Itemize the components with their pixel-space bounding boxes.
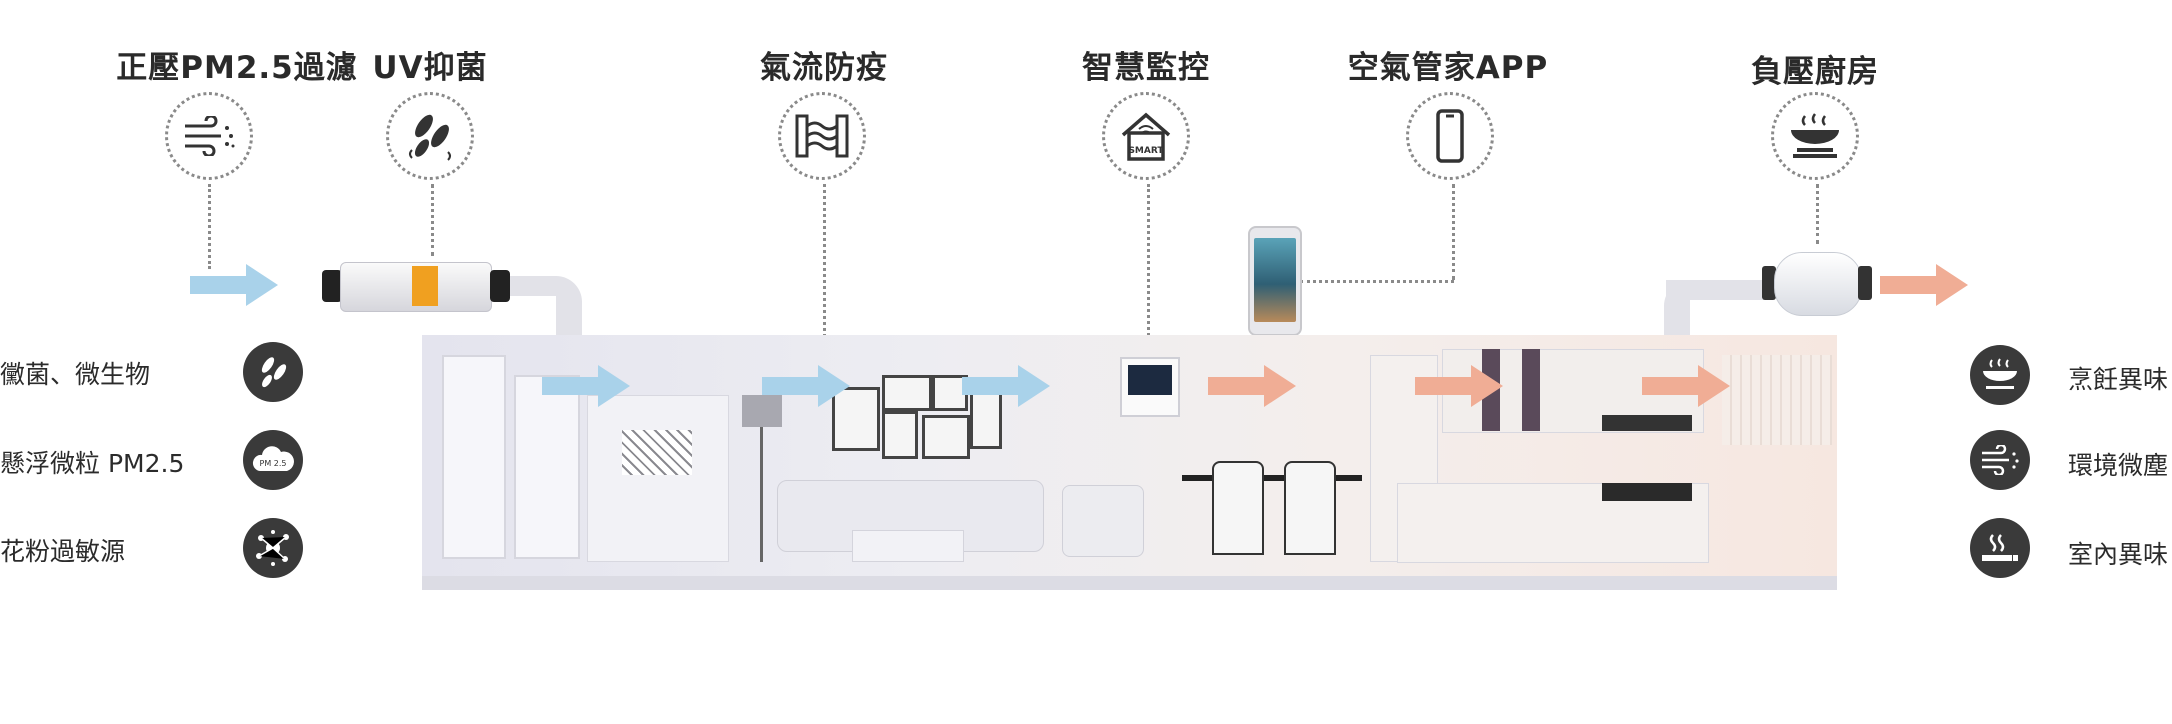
smartphone-device bbox=[1248, 226, 1302, 336]
erv-unit bbox=[322, 262, 512, 312]
airflow-icon bbox=[778, 92, 866, 180]
right-list-label: 環境微塵 bbox=[2068, 451, 2169, 480]
cigarette-smoke-icon bbox=[1970, 518, 2030, 578]
left-list-label: 黴菌、微生物 bbox=[0, 360, 151, 389]
feature-title: 智慧監控 bbox=[1082, 50, 1210, 86]
pm25-cloud-icon: PM 2.5 bbox=[243, 430, 303, 490]
svg-text:SMART: SMART bbox=[1128, 146, 1164, 156]
intake-arrow bbox=[190, 264, 278, 306]
feature-title: 負壓廚房 bbox=[1751, 54, 1879, 90]
smartphone-icon bbox=[1406, 92, 1494, 180]
intake-duct-elbow bbox=[556, 276, 582, 336]
feature-title: UV抑菌 bbox=[372, 50, 488, 86]
dust-wind-icon bbox=[1970, 430, 2030, 490]
exhaust-duct bbox=[1666, 280, 1766, 300]
smart-home-icon: SMART bbox=[1102, 92, 1190, 180]
bacteria-icon bbox=[386, 92, 474, 180]
svg-text:PM 2.5: PM 2.5 bbox=[260, 459, 287, 468]
left-list-label: 花粉過敏源 bbox=[0, 537, 126, 566]
cooking-pot-icon bbox=[1970, 345, 2030, 405]
feature-title: 空氣管家APP bbox=[1347, 50, 1549, 86]
cooking-pot-icon bbox=[1771, 92, 1859, 180]
right-list-label: 室內異味 bbox=[2068, 540, 2169, 569]
house-cutaway bbox=[422, 335, 1837, 590]
right-list-label: 烹飪異味 bbox=[2068, 365, 2169, 394]
exhaust-arrow bbox=[1880, 264, 1968, 306]
wind-filter-icon bbox=[165, 92, 253, 180]
bacteria-icon bbox=[243, 342, 303, 402]
feature-title: 正壓PM2.5過濾 bbox=[116, 50, 358, 86]
pollen-icon bbox=[243, 518, 303, 578]
exhaust-duct-elbow bbox=[1664, 280, 1690, 338]
intake-duct bbox=[496, 276, 556, 296]
left-list-label: 懸浮微粒 PM2.5 bbox=[0, 449, 185, 478]
smart-thermostat bbox=[1120, 357, 1180, 417]
feature-title: 氣流防疫 bbox=[760, 50, 888, 86]
inline-exhaust-fan bbox=[1762, 252, 1872, 316]
